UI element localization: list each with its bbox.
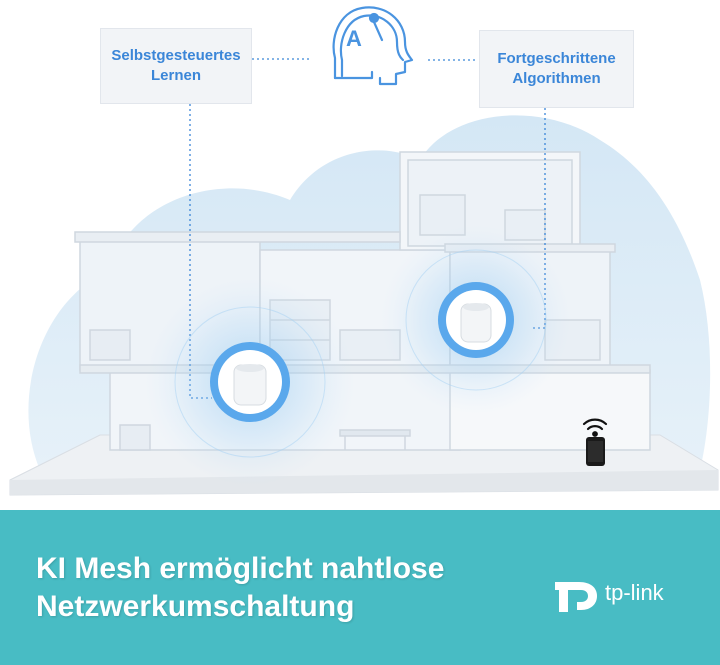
bottom-banner: KI Mesh ermöglicht nahtlose Netzwerkumsc… xyxy=(0,510,720,665)
house-illustration: A Selbstgesteuertes Lernen Fortgeschritt… xyxy=(9,6,719,496)
callout-self-learning: Selbstgesteuertes Lernen xyxy=(100,28,252,104)
callout-left-line-1: Selbstgesteuertes xyxy=(111,47,241,64)
ai-icon-letter: A xyxy=(346,26,362,51)
router-right xyxy=(381,225,571,415)
tp-link-logo: tp-link xyxy=(553,572,693,616)
callout-right-line-2: Algorithmen xyxy=(512,70,601,87)
headline-line-2: Netzwerkumschaltung xyxy=(36,590,355,623)
callout-advanced-algorithms: Fortgeschrittene Algorithmen xyxy=(479,30,634,108)
headline-line-1: KI Mesh ermöglicht nahtlose xyxy=(36,552,445,585)
headline: KI Mesh ermöglicht nahtlose Netzwerkumsc… xyxy=(36,550,444,626)
house-scene-svg: A xyxy=(9,6,719,496)
brand-name: tp-link xyxy=(605,580,664,605)
router-left xyxy=(145,277,355,487)
ai-head-icon xyxy=(332,6,414,86)
router-icon xyxy=(233,364,267,406)
tp-link-logo-icon xyxy=(555,582,597,612)
smartphone-icon xyxy=(586,437,605,466)
callout-right-line-1: Fortgeschrittene xyxy=(497,50,616,67)
wifi-icon xyxy=(582,418,608,437)
router-icon xyxy=(460,303,492,343)
callout-left-line-2: Lernen xyxy=(150,67,201,84)
